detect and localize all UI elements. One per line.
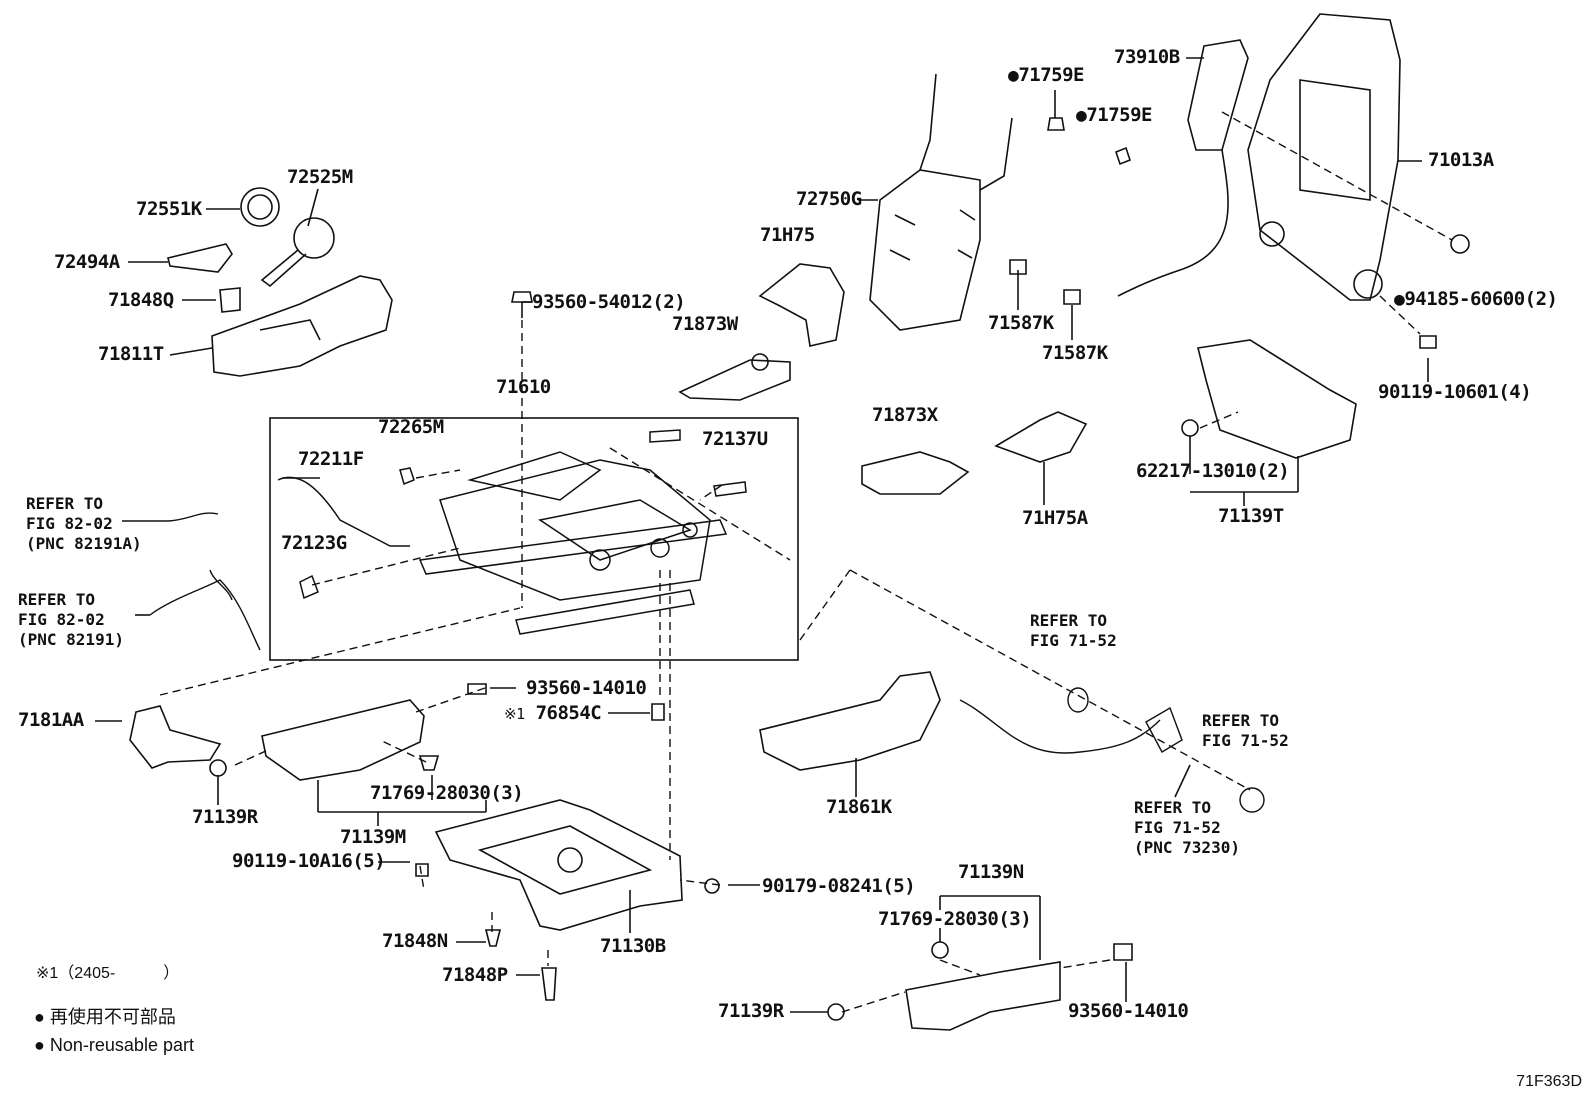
legend-en: ● Non-reusable part (34, 1036, 194, 1054)
part-label-71139N: 71139N (958, 861, 1024, 883)
part-label-73910B: 73910B (1114, 46, 1180, 68)
part-number: 76854C (535, 702, 602, 724)
ref-line: REFER TO (1202, 711, 1280, 730)
part-label-71139R-a: 71139R (192, 806, 258, 828)
part-label-72265M: 72265M (378, 416, 444, 438)
part-label-71587K-a: 71587K (988, 312, 1054, 334)
part-number: 94185-60600(2) (1404, 288, 1558, 310)
part-label-71769-28030-b: 71769-28030(3) (878, 908, 1032, 930)
part-label-71759E-a: ●71759E (1008, 66, 1084, 85)
part-label-71848P: 71848P (442, 964, 508, 986)
reference-note-71-52-a: REFER TO FIG 71-52 (1030, 611, 1117, 651)
part-label-71848N: 71848N (382, 930, 448, 952)
part-label-71873W: 71873W (672, 313, 738, 335)
ref-line: FIG 71-52 (1134, 818, 1221, 837)
part-label-71H75A: 71H75A (1022, 507, 1088, 529)
part-label-71587K-b: 71587K (1042, 342, 1108, 364)
part-label-7181AA: 7181AA (18, 709, 84, 731)
ref-line: FIG 82-02 (18, 610, 105, 629)
reference-note-71-52-b: REFER TO FIG 71-52 (1202, 711, 1289, 751)
ref-line: (PNC 73230) (1134, 838, 1240, 857)
part-label-76854C: ※1 76854C (504, 702, 602, 724)
note-mark: ※1 (504, 705, 525, 723)
part-label-71139T: 71139T (1218, 505, 1284, 527)
non-reusable-dot: ● (1394, 289, 1405, 310)
non-reusable-dot: ● (1076, 105, 1087, 126)
non-reusable-dot: ● (34, 1007, 45, 1027)
part-label-93560-54012: 93560-54012(2) (532, 291, 686, 313)
part-number: 71759E (1018, 64, 1084, 86)
part-label-71848Q: 71848Q (108, 289, 174, 311)
part-label-71861K: 71861K (826, 796, 892, 818)
part-label-71610: 71610 (496, 376, 551, 398)
reference-note-73230: REFER TO FIG 71-52 (PNC 73230) (1134, 798, 1240, 858)
part-label-94185-60600: ●94185-60600(2) (1394, 290, 1558, 309)
part-label-71811T: 71811T (98, 343, 164, 365)
reference-note-82191: REFER TO FIG 82-02 (PNC 82191) (18, 590, 124, 650)
part-label-71139M: 71139M (340, 826, 406, 848)
part-label-71H75: 71H75 (760, 224, 815, 246)
part-label-71139R-b: 71139R (718, 1000, 784, 1022)
part-label-72525M: 72525M (287, 166, 353, 188)
part-label-72750G: 72750G (796, 188, 862, 210)
part-label-62217-13010: 62217-13010(2) (1136, 460, 1290, 482)
ref-line: FIG 71-52 (1030, 631, 1117, 650)
part-label-71769-28030-a: 71769-28030(3) (370, 782, 524, 804)
part-label-93560-14010-b: 93560-14010 (1068, 1000, 1189, 1022)
part-label-90119-10601: 90119-10601(4) (1378, 381, 1532, 403)
non-reusable-dot: ● (1008, 65, 1019, 86)
seat-track-assembly-box (269, 417, 799, 661)
ref-line: REFER TO (1134, 798, 1212, 817)
ref-line: (PNC 82191A) (26, 534, 142, 553)
legend-en-text: Non-reusable part (49, 1035, 194, 1055)
ref-line: REFER TO (26, 494, 104, 513)
non-reusable-dot: ● (34, 1035, 45, 1055)
ref-line: REFER TO (18, 590, 96, 609)
part-label-72211F: 72211F (298, 448, 364, 470)
part-label-72123G: 72123G (281, 532, 347, 554)
part-label-71759E-b: ●71759E (1076, 106, 1152, 125)
part-label-71013A: 71013A (1428, 149, 1494, 171)
part-label-72494A: 72494A (54, 251, 120, 273)
ref-line: FIG 82-02 (26, 514, 113, 533)
legend-jp: ● 再使用不可部品 (34, 1008, 176, 1026)
ref-line: FIG 71-52 (1202, 731, 1289, 750)
part-label-90179-08241: 90179-08241(5) (762, 875, 916, 897)
reference-note-82191A: REFER TO FIG 82-02 (PNC 82191A) (26, 494, 142, 554)
part-number: 71759E (1086, 104, 1152, 126)
part-label-90119-10A16: 90119-10A16(5) (232, 850, 386, 872)
ref-line: (PNC 82191) (18, 630, 124, 649)
part-label-72137U: 72137U (702, 428, 768, 450)
part-label-71130B: 71130B (600, 935, 666, 957)
part-label-71873X: 71873X (872, 404, 938, 426)
legend-note: ※1（2405- ） (36, 965, 180, 982)
part-label-93560-14010-a: 93560-14010 (526, 677, 647, 699)
figure-id: 71F363D (1516, 1073, 1582, 1090)
legend-jp-text: 再使用不可部品 (49, 1007, 176, 1027)
part-label-72551K: 72551K (136, 198, 202, 220)
ref-line: REFER TO (1030, 611, 1108, 630)
